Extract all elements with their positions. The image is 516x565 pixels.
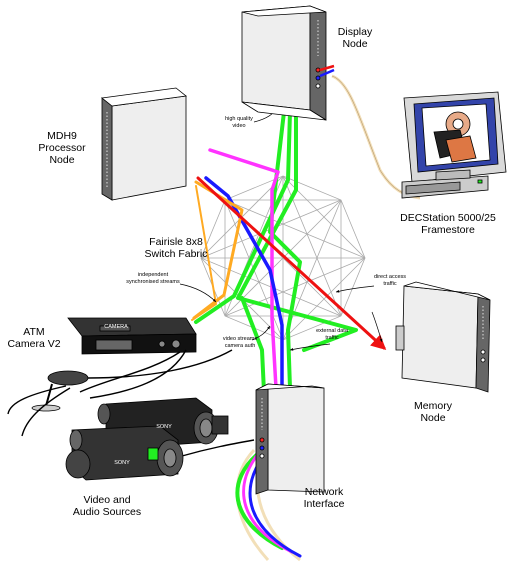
- camcorder-brand-2: SONY: [114, 460, 130, 466]
- camcorder-1: [97, 397, 229, 449]
- switch-fabric-label: Fairisle 8x8 Switch Fabric: [144, 236, 208, 260]
- beige-cable-display-workstation: [331, 74, 421, 200]
- camera-cable: [181, 439, 255, 457]
- display-cable-blue: [319, 68, 335, 78]
- camcorder-brand-1: SONY: [156, 424, 172, 430]
- leader-memory: [371, 311, 383, 343]
- atm-camera-device: [67, 317, 197, 355]
- sync-streams-note: independent synchronised streams: [126, 272, 180, 285]
- camcorder-2: [65, 425, 184, 481]
- memory-node-label: Memory Node: [414, 400, 452, 424]
- camera-cable: [7, 385, 67, 415]
- blue-stream: [204, 176, 284, 390]
- network-interface-device: [255, 383, 325, 495]
- switch-fabric-mesh: [200, 175, 366, 341]
- green-stream-2: [194, 110, 292, 324]
- display-node-label: Display Node: [337, 26, 373, 50]
- camera-cable: [21, 387, 71, 437]
- green-stream-4: [240, 296, 266, 394]
- microphone-cable: [87, 349, 233, 379]
- memory-node-device: [395, 281, 491, 393]
- network-out-blue: [248, 456, 302, 558]
- network-interface-label: Network Interface: [303, 486, 345, 510]
- camera-brand-text: CAMERA: [104, 324, 128, 330]
- display-cable-red: [319, 64, 335, 72]
- direct-traffic-note: direct access traffic: [373, 274, 407, 287]
- network-out-green: [235, 450, 284, 550]
- leader-direct-traffic: [335, 285, 375, 293]
- processor-node-device: [101, 87, 187, 201]
- microphone-device: [31, 370, 89, 412]
- camera-streams-note: video streams camera auth: [222, 336, 258, 349]
- camera-cable: [79, 351, 181, 393]
- beige-cable-display-workstation: [331, 75, 421, 199]
- leader-network-traffic: [289, 343, 331, 351]
- display-traffic-note: high quality video: [225, 116, 253, 129]
- orange-stream-2: [191, 185, 217, 321]
- green-stream-3: [236, 110, 358, 352]
- workstation-device: [401, 91, 507, 199]
- camera-cable: [89, 349, 187, 399]
- leader-camera-streams: [251, 325, 271, 341]
- workstation-label: DECStation 5000/25 Framestore: [400, 212, 496, 236]
- green-stream-1: [268, 110, 302, 390]
- magenta-stream: [208, 148, 280, 390]
- red-memory-stream: [196, 176, 387, 351]
- network-traffic-note: external data traffic: [316, 328, 348, 341]
- leader-sync-streams: [179, 283, 217, 303]
- network-out-magenta: [242, 452, 294, 554]
- sources-label: Video and Audio Sources: [72, 494, 142, 518]
- processor-node-label: MDH9 Processor Node: [38, 130, 86, 166]
- display-node-device: [241, 5, 327, 121]
- camera-label: ATM Camera V2: [7, 326, 61, 350]
